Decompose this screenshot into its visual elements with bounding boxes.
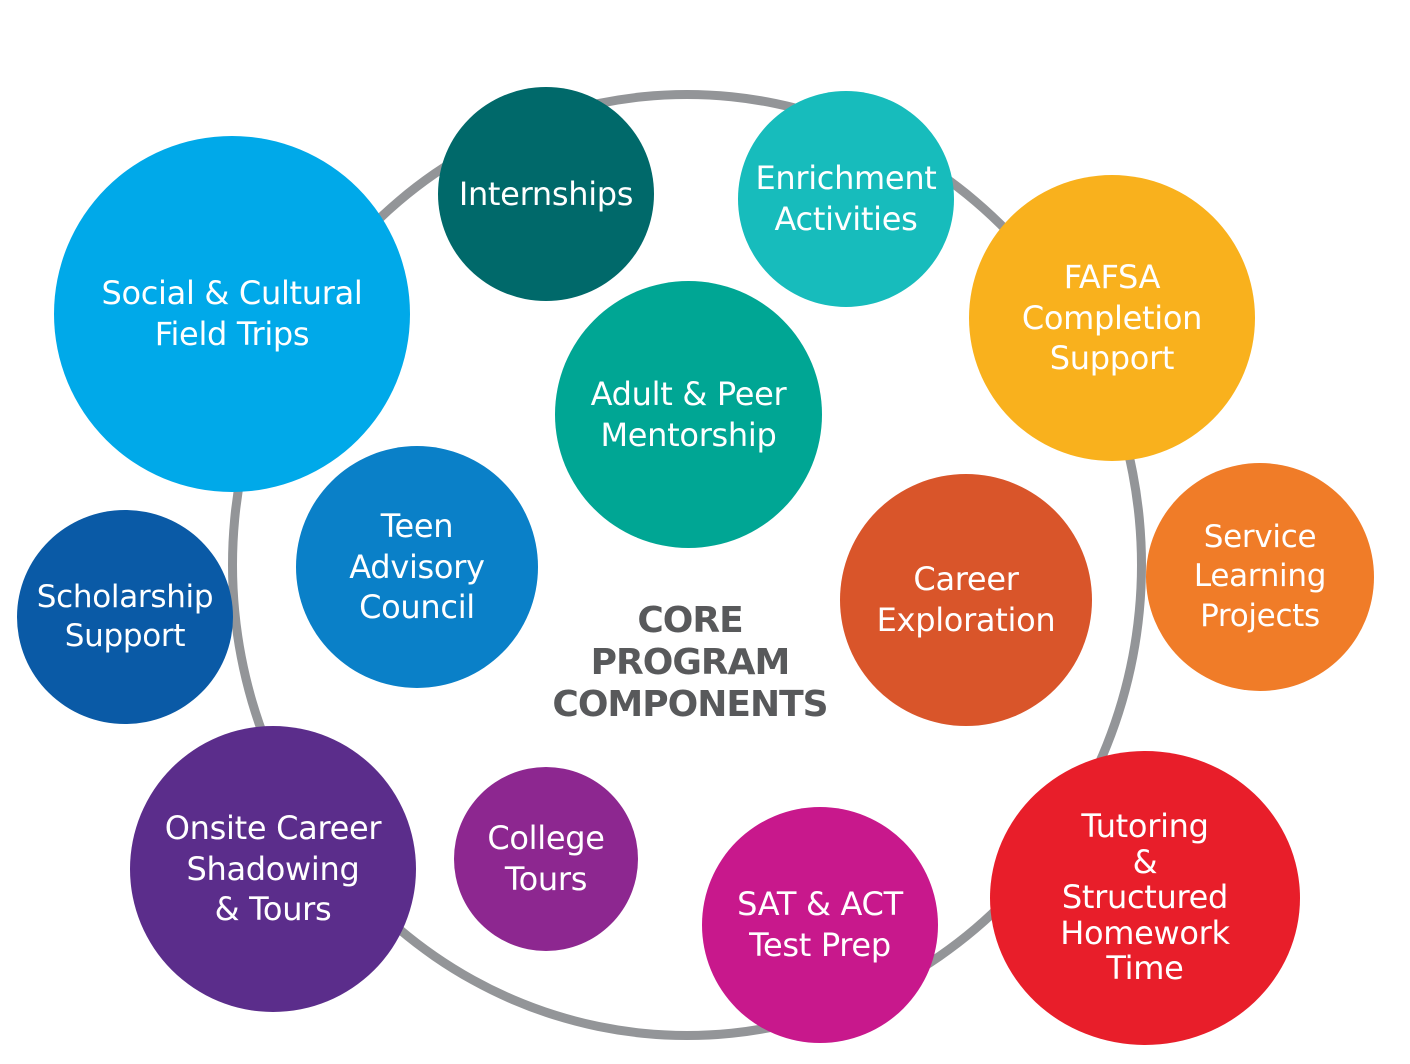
bubble-label: Internships [458,174,634,213]
bubble-label: Scholarship Support [36,578,214,654]
bubble-career-exploration: Career Exploration [840,474,1092,726]
bubble-label: SAT & ACT Test Prep [737,885,903,964]
bubble-label: Service Learning Projects [1193,518,1327,634]
bubble-label: College Tours [487,819,605,898]
bubble-label: Enrichment Activities [755,159,937,238]
bubble-tutoring-structured-homework-time: Tutoring & Structured Homework Time [990,751,1300,1045]
bubble-sat-act-test-prep: SAT & ACT Test Prep [702,807,938,1043]
bubble-adult-peer-mentorship: Adult & Peer Mentorship [555,281,822,548]
connector-ring [228,90,1146,1040]
bubble-label: Teen Advisory Council [349,507,485,627]
bubble-teen-advisory-council: Teen Advisory Council [296,446,538,688]
bubble-enrichment-activities: Enrichment Activities [738,91,954,307]
bubble-label: Tutoring & Structured Homework Time [1060,807,1230,988]
bubble-label: Career Exploration [876,560,1056,639]
bubble-label: Adult & Peer Mentorship [590,374,787,454]
bubble-label: Social & Cultural Field Trips [101,274,363,353]
bubble-social-cultural-field-trips: Social & Cultural Field Trips [54,136,410,492]
bubble-service-learning-projects: Service Learning Projects [1146,463,1374,691]
bubble-internships: Internships [438,87,654,301]
bubble-label: Onsite Career Shadowing & Tours [164,809,382,929]
bubble-label: FAFSA Completion Support [1021,258,1203,378]
center-title: CORE PROGRAM COMPONENTS [552,600,828,726]
bubble-scholarship-support: Scholarship Support [17,510,233,724]
bubble-onsite-career-shadowing-tours: Onsite Career Shadowing & Tours [130,726,416,1012]
bubble-college-tours: College Tours [454,767,638,951]
bubble-fafsa-completion-support: FAFSA Completion Support [969,175,1255,461]
